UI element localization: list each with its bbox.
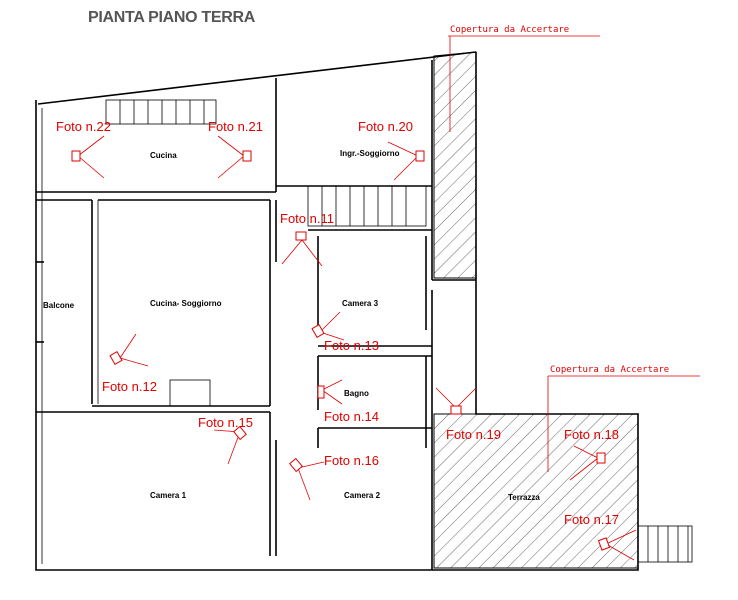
photo-label: Foto n.22 xyxy=(56,119,111,134)
room-label-cucina: Cucina xyxy=(150,151,177,160)
covering-note-right: Copertura da Accertare xyxy=(550,365,669,375)
room-label-bagno: Bagno xyxy=(344,389,369,398)
room-label-ingresso: Ingr.-Soggiorno xyxy=(340,149,400,158)
photo-label: Foto n.16 xyxy=(324,453,379,468)
room-label-camera3: Camera 3 xyxy=(342,299,379,308)
photo-label: Foto n.20 xyxy=(358,119,413,134)
photo-label: Foto n.14 xyxy=(324,409,379,424)
plan-title: PIANTA PIANO TERRA xyxy=(88,9,256,26)
outer-walls xyxy=(35,51,639,571)
photo-label: Foto n.11 xyxy=(280,211,334,226)
interior-walls xyxy=(36,60,476,570)
photo-label: Foto n.15 xyxy=(198,415,253,430)
covering-note-top: Copertura da Accertare xyxy=(450,25,569,35)
room-label-cucina-soggiorno: Cucina- Soggiorno xyxy=(150,299,222,308)
room-label-camera2: Camera 2 xyxy=(344,491,381,500)
terrace-stair xyxy=(637,525,693,563)
photo-label: Foto n.21 xyxy=(208,119,263,134)
room-label-terrazza: Terrazza xyxy=(508,493,540,502)
room-label-camera1: Camera 1 xyxy=(150,491,187,500)
covering-area-top xyxy=(433,51,477,279)
photo-label: Foto n.12 xyxy=(102,379,157,394)
photo-label: Foto n.17 xyxy=(564,512,619,527)
photo-label: Foto n.13 xyxy=(324,338,379,353)
room-label-balcone: Balcone xyxy=(43,301,75,310)
photo-viewpoints xyxy=(71,135,637,561)
photo-label: Foto n.18 xyxy=(564,427,619,442)
photo-label: Foto n.19 xyxy=(446,427,501,442)
